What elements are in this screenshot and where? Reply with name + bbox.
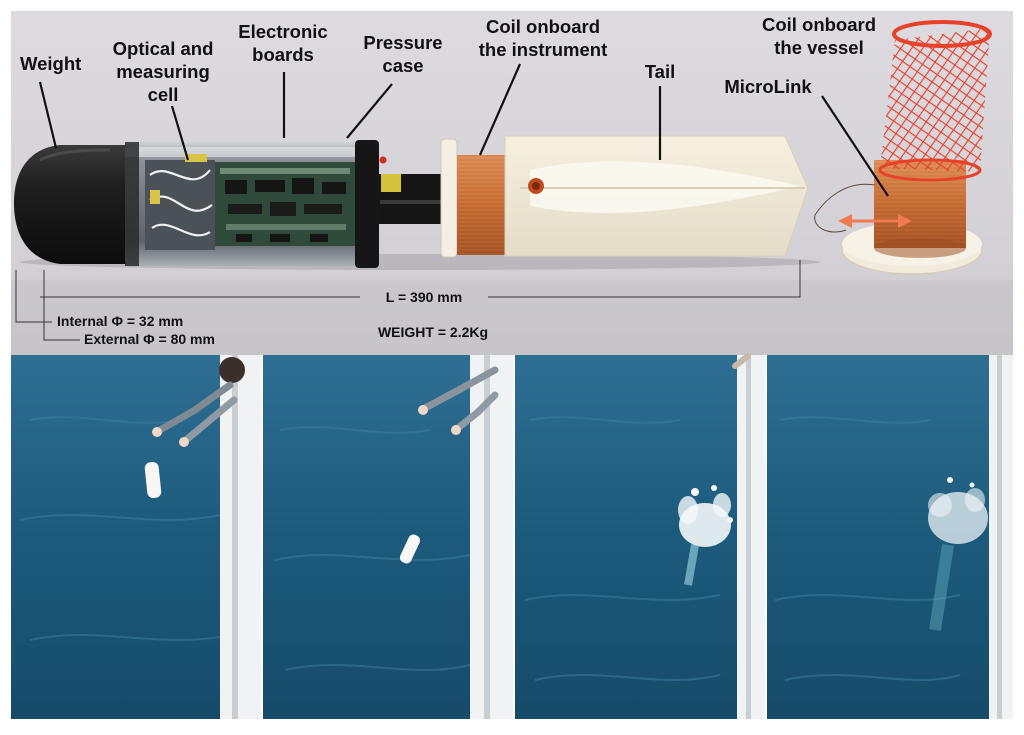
label-microlink: MicroLink — [724, 76, 812, 97]
length-label: L = 390 mm — [386, 289, 462, 305]
label-tail: Tail — [645, 61, 676, 82]
deployment-frame-4 — [767, 355, 1013, 719]
leader-lines — [38, 63, 889, 197]
deployment-sequence — [11, 353, 1013, 719]
total-weight-label: WEIGHT = 2.2Kg — [378, 324, 488, 340]
splash-4 — [928, 477, 988, 631]
external-diameter-label: External Φ = 80 mm — [84, 331, 215, 347]
deployment-frame-3 — [515, 353, 765, 719]
deployment-frame-1 — [11, 355, 261, 719]
component-labels: Weight Optical and measuring cell Electr… — [20, 14, 876, 105]
label-optical-line2: measuring — [116, 61, 210, 82]
label-electronic-line1: Electronic — [238, 21, 327, 42]
label-weight: Weight — [20, 53, 81, 74]
label-coil-instrument-line1: Coil onboard — [486, 16, 600, 37]
label-coil-instrument-line2: the instrument — [479, 39, 607, 60]
optical-cell — [145, 154, 215, 250]
deployment-frame-2 — [263, 355, 513, 719]
tail — [504, 135, 809, 257]
vessel-coil — [814, 20, 992, 275]
label-optical-line1: Optical and — [113, 38, 214, 59]
connector-shaft — [379, 174, 442, 224]
splash-3 — [678, 485, 733, 586]
dimension-labels: L = 390 mm Internal Φ = 32 mm External Φ… — [57, 289, 488, 347]
label-coil-vessel-line2: the vessel — [774, 37, 863, 58]
label-coil-vessel-line1: Coil onboard — [762, 14, 876, 35]
dimension-lines — [15, 260, 801, 341]
nose-weight — [14, 145, 135, 264]
label-electronic-line2: boards — [252, 44, 314, 65]
label-pressure-line2: case — [382, 55, 423, 76]
instrument-photo: Weight Optical and measuring cell Electr… — [11, 11, 1013, 355]
electronic-boards — [215, 162, 355, 246]
label-pressure-line1: Pressure — [363, 32, 442, 53]
instrument-coil — [457, 155, 507, 255]
label-optical-line3: cell — [148, 84, 179, 105]
pressure-tube — [125, 140, 387, 268]
internal-diameter-label: Internal Φ = 32 mm — [57, 313, 183, 329]
